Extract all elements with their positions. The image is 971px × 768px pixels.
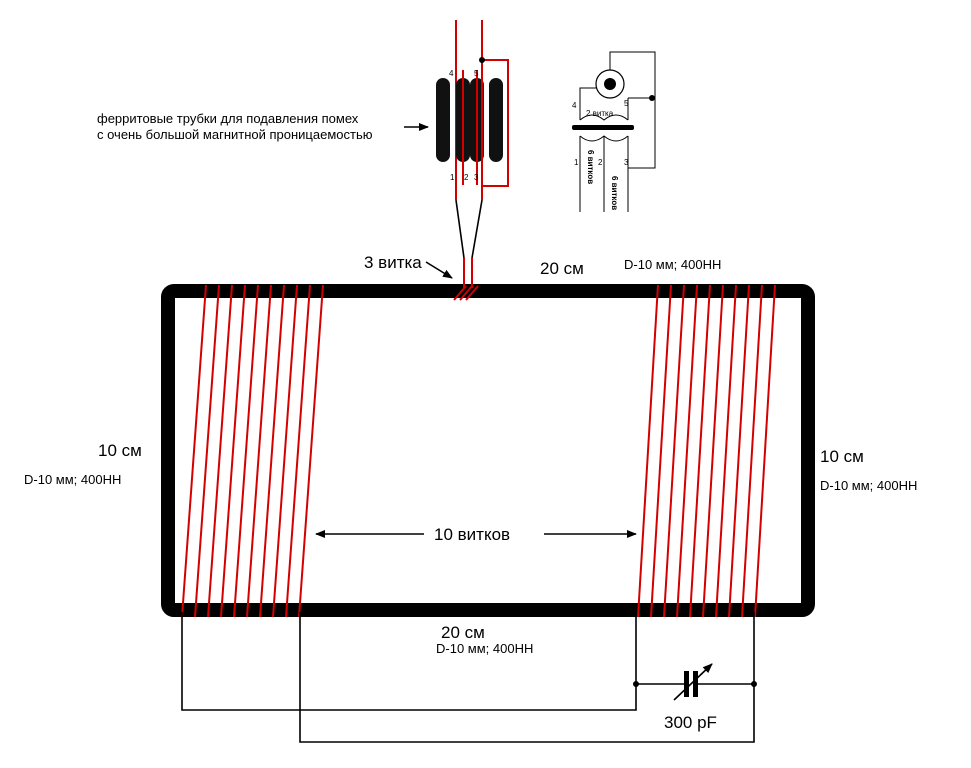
ferrite-tubes	[436, 57, 509, 187]
left-winding-turn	[259, 284, 285, 618]
left-winding	[181, 284, 324, 618]
left-spec: D-10 мм; 400НН	[24, 472, 121, 487]
right-winding-turn	[702, 284, 724, 618]
schematic-turns-2: 2 витка	[586, 109, 614, 118]
left-winding-turn	[285, 284, 311, 618]
right-winding-turn	[754, 284, 776, 618]
right-winding	[637, 284, 776, 618]
left-winding-turn	[272, 284, 298, 618]
top-spec: D-10 мм; 400НН	[624, 257, 721, 272]
tuning-circuit	[181, 612, 757, 743]
right-winding-turn	[637, 284, 659, 618]
left-winding-turn	[233, 284, 259, 618]
coupling-arrow	[425, 261, 453, 279]
schematic-pin-1: 1	[574, 158, 579, 167]
capacitor-label: 300 pF	[664, 713, 717, 732]
ferrite-annotation-line1: ферритовые трубки для подавления помех	[97, 111, 359, 126]
left-winding-turn	[298, 284, 324, 618]
schematic-pin-5: 5	[624, 99, 629, 108]
transformer-schematic	[572, 51, 656, 212]
pin-5-label: 5	[474, 69, 479, 78]
schematic-pin-4: 4	[572, 101, 577, 110]
top-length: 20 см	[540, 259, 584, 278]
right-spec: D-10 мм; 400НН	[820, 478, 917, 493]
right-winding-turn	[728, 284, 750, 618]
variable-capacitor	[673, 663, 713, 701]
right-winding-turn	[715, 284, 737, 618]
right-winding-turn	[689, 284, 711, 618]
right-winding-turn	[741, 284, 763, 618]
right-winding-turn	[650, 284, 672, 618]
right-winding-turn	[676, 284, 698, 618]
schematic-turns-6a: 6 витков	[586, 150, 595, 184]
left-winding-turn	[181, 284, 207, 618]
right-winding-turn	[663, 284, 685, 618]
left-winding-turn	[220, 284, 246, 618]
winding-turns-label: 10 витков	[434, 525, 510, 544]
schematic-pin-2: 2	[598, 158, 603, 167]
schematic-pin-3: 3	[624, 158, 629, 167]
ferrite-frame	[161, 284, 815, 617]
bottom-length: 20 см	[441, 623, 485, 642]
left-winding-turn	[246, 284, 272, 618]
left-winding-turn	[207, 284, 233, 618]
bottom-spec: D-10 мм; 400НН	[436, 641, 533, 656]
ferrite-annotation-line2: с очень большой магнитной проницаемостью	[97, 127, 373, 142]
left-winding-turn	[194, 284, 220, 618]
coupling-turns-label: 3 витка	[364, 253, 422, 272]
pin-1-label: 1	[450, 173, 455, 182]
right-length: 10 см	[820, 447, 864, 466]
pin-4-label: 4	[449, 69, 454, 78]
schematic-turns-6b: 6 витков	[610, 176, 619, 210]
pin-3-label: 3	[474, 173, 479, 182]
pin-2-label: 2	[464, 173, 469, 182]
left-length: 10 см	[98, 441, 142, 460]
